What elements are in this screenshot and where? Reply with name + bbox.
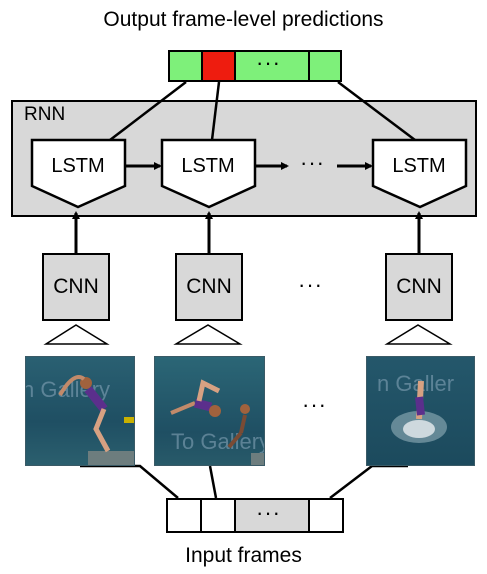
diagram-title: Output frame-level predictions [103,8,384,31]
input-frame-1: n Gallery [25,356,135,466]
cnn-label-1: CNN [53,275,99,298]
output-cell-2 [201,50,237,82]
output-link-3 [337,81,416,141]
input-ellipsis: ··· [256,500,281,525]
output-link-2 [210,81,221,141]
input-link-3 [329,464,408,499]
cnn-box-2: CNN [175,253,243,321]
frame-ellipsis: ··· [302,392,327,417]
lstm-node-3 [371,138,468,209]
output-ellipsis: ··· [256,50,281,75]
lstm-ellipsis: ··· [300,150,325,175]
input-caption: Input frames [185,544,302,567]
input-triangle-2 [173,324,243,345]
input-cell-2 [200,498,237,533]
input-triangle-3 [384,324,453,345]
input-link-1 [80,464,179,499]
lstm-node-2 [160,138,257,209]
cnn-ellipsis: ··· [298,272,323,297]
lstm-label-2: LSTM [181,155,235,177]
diver-figure-2 [170,379,264,465]
output-cell-last [308,50,342,82]
input-triangle-1 [43,324,110,345]
input-frame-3: n Galler [366,356,475,466]
cnn-box-3: CNN [385,253,453,321]
lstm-label-3: LSTM [392,155,446,177]
diver-figure-3 [391,380,447,443]
output-link-1 [109,81,187,141]
input-cell-last [308,498,344,533]
cnn-label-2: CNN [186,275,232,298]
rnn-label: RNN [24,104,66,125]
cnn-box-1: CNN [42,253,110,321]
lstm-node-1 [30,138,127,209]
input-frame-2: To Gallery [154,356,265,466]
input-link-2 [208,465,218,499]
lstm-label-1: LSTM [51,155,105,177]
output-cell-ellipsis [234,50,311,82]
frame-watermark-2: To Gallery [171,429,265,454]
diver-figure-1 [58,375,134,465]
frame-watermark-3: n Galler [377,371,455,396]
cnn-label-3: CNN [396,275,442,298]
